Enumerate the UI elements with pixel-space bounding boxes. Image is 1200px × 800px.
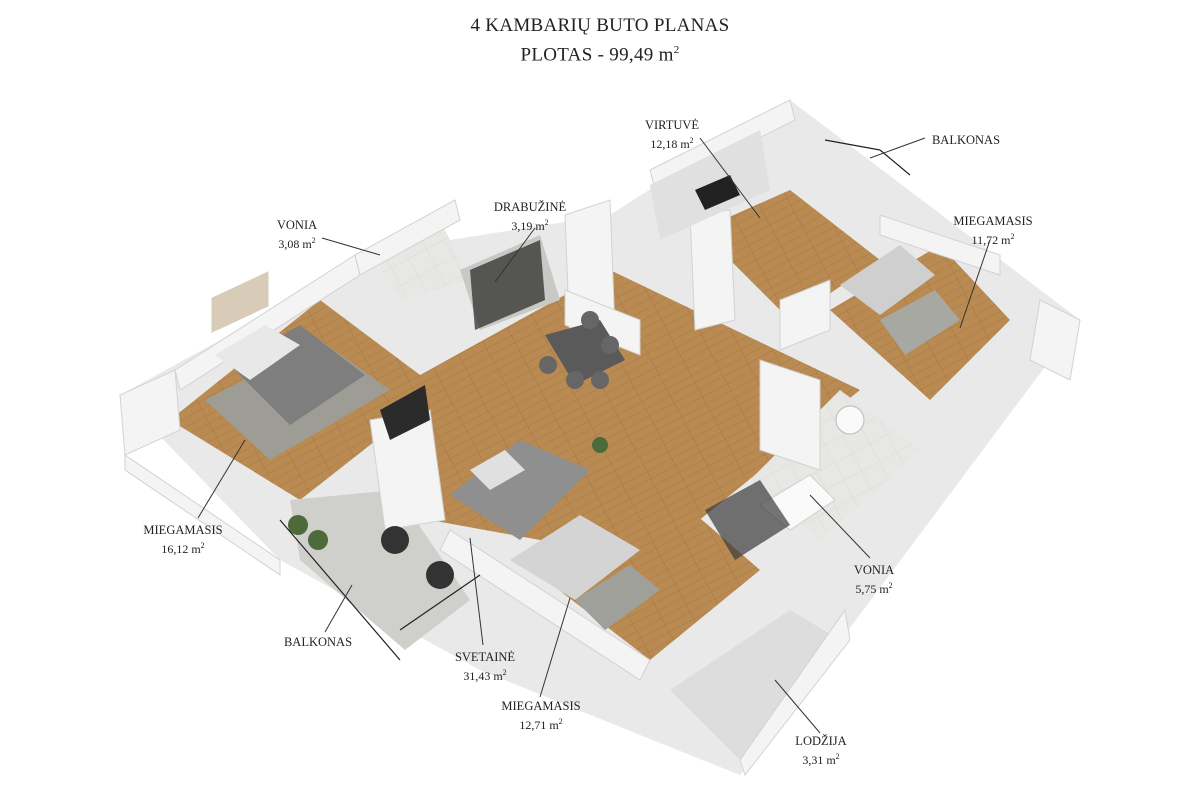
label-miegamasis-right: MIEGAMASIS 11,72 m2 [953, 213, 1032, 248]
painting-left [208, 266, 272, 338]
leader-drabuzine [494, 227, 536, 283]
walls [119, 99, 1081, 777]
tv-unit [380, 385, 430, 440]
wall-kitchen-side [689, 209, 736, 331]
rug-bottom [575, 565, 660, 630]
plan-area-exp: 2 [673, 44, 680, 56]
balcony-chair [426, 561, 454, 589]
wardrobe-clothes [470, 240, 545, 330]
wall-back-mid [354, 199, 461, 276]
wall-left-outer [119, 369, 181, 456]
bed-bottom [510, 515, 640, 600]
label-drabuzine-area: 3,19 m2 [511, 218, 549, 233]
washing-machine [835, 405, 865, 435]
leader-balkonas-left [324, 584, 353, 633]
railing-left-top [399, 574, 481, 631]
bed-right [840, 245, 935, 315]
plant [308, 530, 328, 550]
label-vonia-right-area: 5,75 m2 [855, 581, 893, 596]
plan-total-area: PLOTAS - 99,49 m2 [0, 38, 1200, 67]
railings [279, 139, 911, 661]
railing-top-right-2 [824, 139, 881, 151]
label-lodzija-name: LODŽIJA [795, 734, 847, 748]
dining-chair [539, 356, 557, 374]
label-svetaine: SVETAINĖ 31,43 m2 [455, 649, 515, 684]
wall-right-outer [1029, 299, 1081, 381]
label-vonia-right-name: VONIA [853, 563, 895, 577]
label-vonia-left-name: VONIA [276, 218, 318, 232]
leader-vonia-right [809, 494, 871, 559]
label-miegamasis-bottom-area: 12,71 m2 [519, 717, 563, 732]
wall-front-right [739, 608, 851, 777]
label-svetaine-area: 31,43 m2 [463, 668, 507, 683]
plant [288, 515, 308, 535]
stove [695, 175, 740, 210]
dining-chair [601, 336, 619, 354]
furniture [205, 130, 960, 630]
dining-chair [581, 311, 599, 329]
label-miegamasis-left-area: 16,12 m2 [161, 541, 205, 556]
label-miegamasis-bottom: MIEGAMASIS 12,71 m2 [501, 698, 580, 733]
label-vonia-left-area: 3,08 m2 [278, 236, 316, 251]
label-lodzija-area: 3,31 m2 [802, 752, 840, 767]
wall-bed-right-back [879, 214, 1001, 276]
label-balkonas-top-name: BALKONAS [931, 133, 1001, 147]
leader-lines [197, 137, 991, 734]
label-balkonas-left: BALKONAS [284, 634, 352, 650]
leader-miegamasis-bottom [539, 597, 571, 698]
label-miegamasis-right-area: 11,72 m2 [971, 232, 1015, 247]
sofa [450, 440, 590, 540]
dining-chair [566, 371, 584, 389]
leader-virtuve [699, 137, 761, 219]
wall-bedroom-right-front [779, 279, 831, 351]
dining-table [545, 320, 625, 385]
label-lodzija: LODŽIJA 3,31 m2 [795, 733, 846, 768]
label-balkonas-left-name: BALKONAS [283, 635, 353, 649]
plant [592, 437, 608, 453]
wall-bath-right [759, 359, 821, 471]
dining-chair [591, 371, 609, 389]
label-miegamasis-bottom-name: MIEGAMASIS [501, 699, 581, 713]
leader-lodzija [774, 679, 821, 734]
label-drabuzine-name: DRABUŽINĖ [493, 200, 567, 214]
balcony-chair [381, 526, 409, 554]
label-virtuve-area: 12,18 m2 [650, 136, 694, 151]
leader-miegamasis-right [959, 239, 991, 329]
rug-right [880, 290, 960, 355]
leader-miegamasis-left [197, 439, 246, 519]
closet-bottom [705, 480, 790, 560]
label-balkonas-top: BALKONAS [932, 132, 1000, 148]
plan-title: 4 KAMBARIŲ BUTO PLANAS PLOTAS - 99,49 m2 [0, 14, 1200, 67]
label-virtuve: VIRTUVĖ 12,18 m2 [645, 117, 699, 152]
leader-balkonas-top [869, 137, 926, 159]
railing-left-bottom [279, 519, 401, 661]
wall-front-left [124, 454, 281, 576]
label-miegamasis-right-name: MIEGAMASIS [953, 214, 1033, 228]
leader-svetaine [469, 537, 484, 646]
bed-left-sheet [215, 325, 300, 380]
label-svetaine-name: SVETAINĖ [454, 650, 516, 664]
wall-front-bottom [439, 529, 651, 681]
plan-area-text: PLOTAS - 99,49 m [520, 44, 674, 66]
label-vonia-left: VONIA 3,08 m2 [277, 217, 317, 252]
floor-balcony-left [290, 490, 470, 650]
label-virtuve-name: VIRTUVĖ [644, 118, 700, 132]
leader-vonia-left [321, 237, 381, 256]
wall-middle [564, 289, 641, 356]
railing-top-right [879, 149, 911, 176]
label-miegamasis-left: MIEGAMASIS 16,12 m2 [143, 522, 222, 557]
label-vonia-right: VONIA 5,75 m2 [854, 562, 894, 597]
floor-loggia [670, 610, 840, 760]
label-miegamasis-left-name: MIEGAMASIS [143, 523, 223, 537]
floor-kitchen [700, 190, 880, 320]
coffee-table [470, 450, 525, 490]
label-drabuzine: DRABUŽINĖ 3,19 m2 [494, 199, 566, 234]
plan-heading: 4 KAMBARIŲ BUTO PLANAS [470, 15, 730, 36]
